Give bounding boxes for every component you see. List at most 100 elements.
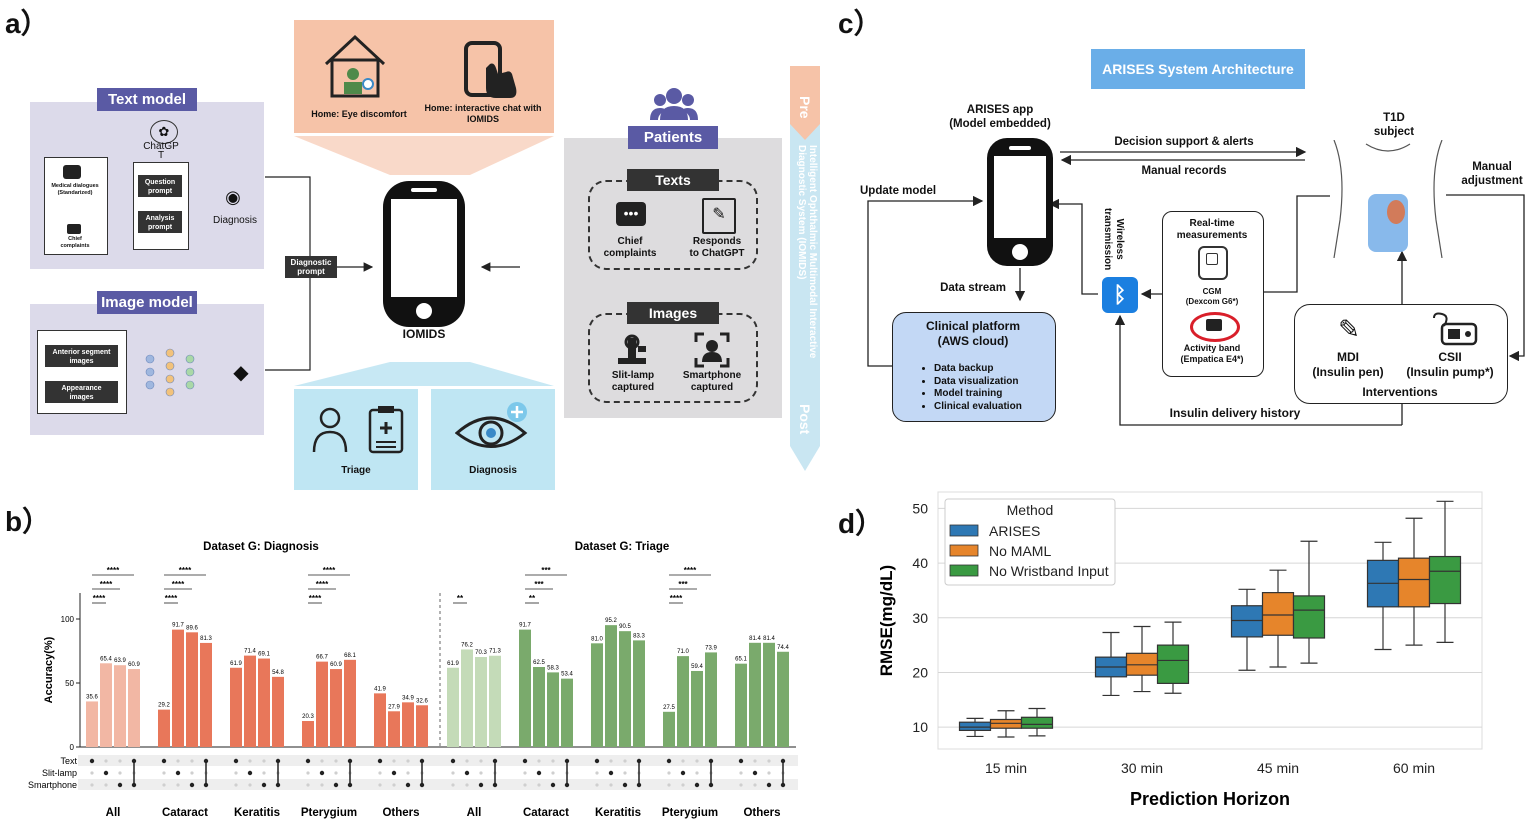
- diagnostic-prompt: Diagnostic prompt: [285, 256, 337, 278]
- clinical-item: Clinical evaluation: [934, 401, 1022, 414]
- matrix-dot: [118, 771, 122, 775]
- group-label: Keratitis: [595, 807, 641, 819]
- x-tick-label: 15 min: [985, 760, 1027, 776]
- significance-label: ****: [323, 566, 336, 575]
- text-model-title: Text model: [97, 88, 197, 111]
- insulin-pump-icon: [1433, 312, 1478, 346]
- bar-value-label: 60.9: [128, 662, 140, 668]
- matrix-dot: [551, 759, 555, 763]
- y-tick-label: 50: [912, 500, 928, 516]
- triage-panel: [294, 389, 418, 490]
- bar-value-label: 34.9: [402, 695, 414, 701]
- bar: [388, 711, 400, 747]
- bar-value-label: 65.4: [100, 656, 112, 662]
- bar-value-label: 41.9: [374, 686, 386, 692]
- manual-adjustment-label: Manual adjustment: [1461, 161, 1523, 187]
- matrix-dot: [306, 783, 310, 787]
- bar-value-label: 54.8: [272, 670, 284, 676]
- images-title: Images: [627, 302, 719, 324]
- phone-button-c: [1012, 244, 1028, 260]
- touch-phone-icon: [464, 41, 517, 98]
- bar: [735, 663, 747, 747]
- x-tick-label: 60 min: [1393, 760, 1435, 776]
- box: [1428, 555, 1462, 605]
- bar: [605, 625, 617, 747]
- legend-swatch: [949, 564, 979, 577]
- matrix-dot: [738, 758, 744, 764]
- legend-swatch: [949, 544, 979, 557]
- box: [1261, 592, 1295, 636]
- matrix-dot: [377, 758, 383, 764]
- matrix-dot: [405, 782, 411, 788]
- clinical-list: Data backup Data visualization Model tra…: [910, 363, 1022, 413]
- texts-title: Texts: [627, 169, 719, 191]
- matrix-dot: [666, 758, 672, 764]
- matrix-dot: [319, 770, 325, 776]
- matrix-dot: [233, 758, 239, 764]
- bar: [86, 701, 98, 747]
- message-icon: •••: [616, 202, 646, 226]
- matrix-dot: [89, 758, 95, 764]
- diagnosis-panel: [431, 389, 555, 490]
- matrix-dot: [667, 771, 671, 775]
- bar: [100, 663, 112, 747]
- diagnosis-text-model: Diagnosis: [213, 215, 257, 226]
- bar: [489, 655, 501, 747]
- bar-value-label: 81.0: [591, 636, 603, 642]
- matrix-dot: [406, 771, 410, 775]
- interventions-box: [1294, 304, 1508, 404]
- legend-label: ARISES: [989, 523, 1040, 539]
- bar: [172, 629, 184, 747]
- matrix-dot: [595, 771, 599, 775]
- bar-value-label: 71.0: [677, 649, 689, 655]
- bar: [200, 642, 212, 747]
- arises-app-label: ARISES app (Model embedded): [949, 104, 1051, 130]
- bar: [114, 665, 126, 747]
- slit-lamp-icon: [618, 334, 646, 364]
- matrix-dot: [391, 770, 397, 776]
- analysis-prompt: Analysis prompt: [138, 211, 182, 233]
- significance-label: ****: [179, 566, 192, 575]
- bar: [763, 642, 775, 747]
- iomids-phone: [383, 181, 465, 327]
- matrix-dot: [189, 782, 195, 788]
- bar: [519, 629, 531, 747]
- box: [1020, 716, 1054, 729]
- tag-icon: ◆: [233, 362, 249, 384]
- matrix-dot: [261, 782, 267, 788]
- bar-value-label: 63.9: [114, 658, 126, 664]
- insulin-history-label: Insulin delivery history: [1169, 406, 1301, 420]
- bar: [344, 659, 356, 747]
- bar: [461, 649, 473, 747]
- accuracy-bar-chart: Accuracy(%)100500TextSlit-lampSmartphone…: [28, 541, 798, 819]
- matrix-dot: [190, 759, 194, 763]
- bar-value-label: 68.1: [344, 653, 356, 659]
- chart-title: Dataset G: Triage: [575, 541, 670, 553]
- bar: [677, 656, 689, 747]
- dialogue-box: [44, 157, 108, 255]
- torso-icon: [1333, 140, 1443, 258]
- matrix-dot: [479, 771, 483, 775]
- box: [1292, 595, 1326, 639]
- matrix-dot: [305, 758, 311, 764]
- matrix-dot: [248, 783, 252, 787]
- matrix-dot: [334, 771, 338, 775]
- matrix-dot: [536, 770, 542, 776]
- cgm-icon: [1198, 246, 1228, 280]
- clinical-item: Model training: [934, 388, 1022, 401]
- y-tick-label: 40: [912, 555, 928, 571]
- t1d-subject-label: T1D subject: [1373, 112, 1415, 138]
- camera-capture-icon: [694, 332, 730, 368]
- box: [1230, 605, 1264, 638]
- matrix-dot: [609, 783, 613, 787]
- chief-complaints-label: Chief complaints: [603, 236, 657, 259]
- bar-value-label: 53.4: [561, 672, 573, 678]
- measurements-box: [1162, 211, 1264, 377]
- anterior-segment-images: Anterior segment images: [45, 345, 118, 367]
- significance-label: **: [529, 594, 536, 603]
- matrix-dot: [90, 771, 94, 775]
- matrix-row-label: Slit-lamp: [42, 768, 77, 778]
- data-stream-label: Data stream: [940, 282, 1006, 294]
- group-label: Pterygium: [301, 807, 357, 819]
